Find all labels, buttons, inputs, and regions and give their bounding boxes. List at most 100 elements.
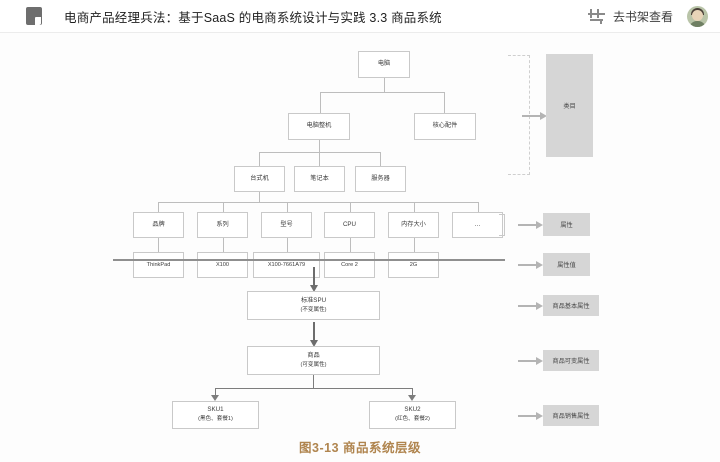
tree-node-root: 电脑 [358,51,410,78]
side-label-text: 商品可变属性 [552,358,590,365]
connector [320,92,321,113]
flow-node-title: 标准SPU [300,296,327,304]
sku-subtitle: (红色、套餐2) [395,416,430,423]
node-label: 系列 [216,220,229,228]
sku-subtitle: (黑色、套餐1) [198,416,233,423]
connector [215,388,413,390]
connector [223,202,224,212]
side-label-basic-attribute: 商品基本属性 [543,295,599,316]
connector [223,238,224,252]
flow-node-spu: 标准SPU (不变属性) [247,291,380,320]
connector [158,202,159,212]
connector [319,152,320,166]
node-label: ThinkPad [146,261,171,268]
tree-node-value-1: X100 [197,252,248,278]
node-label: 品牌 [152,220,165,228]
connector [414,238,415,252]
connector [313,375,315,388]
connector [412,388,414,396]
side-label-variable-attribute: 商品可变属性 [543,350,599,371]
connector [158,202,478,203]
node-label: 2G [409,261,418,268]
tree-node-attribute-1: 系列 [197,212,248,238]
node-label: 电脑整机 [306,122,332,129]
arrow-to-basic-attr-tag [518,302,543,309]
connector [320,92,444,93]
flow-node-subtitle: (不变属性) [300,306,327,313]
side-label-text: 属性值 [557,262,576,269]
book-icon [26,7,42,25]
node-label: 台式机 [250,174,269,182]
flow-arrow-2 [309,322,318,347]
connector [350,238,351,252]
node-label: 型号 [280,220,293,228]
flow-node-title: 商品 [307,351,320,359]
figure-caption: 图3-13 商品系统层级 [299,441,421,455]
bookshelf-icon[interactable] [587,9,605,24]
node-label: … [474,220,481,228]
sku-arrow-left [211,395,219,401]
arrow-to-attribute-value-tag [518,261,543,268]
go-to-bookshelf-link[interactable]: 去书架查看 [612,10,673,24]
side-label-attribute: 属性 [543,213,590,236]
connector [478,202,479,212]
node-label: 内存大小 [401,220,426,228]
node-label: 电脑 [377,60,391,67]
connector [444,92,445,113]
sku-node-2: SKU2 (红色、套餐2) [369,401,456,429]
flow-arrow-1 [309,267,318,292]
connector [350,202,351,212]
arrow-to-category-tag [522,112,547,119]
connector [380,152,381,166]
node-label: Core 2 [341,261,358,268]
sku-title: SKU2 [404,406,421,414]
avatar[interactable] [687,6,708,27]
section-divider [113,259,505,261]
sku-title: SKU1 [207,406,224,414]
tree-node-attribute-2: 型号 [261,212,312,238]
tree-node-value-2: X100-7661A79 [253,252,320,278]
side-label-text: 商品销售属性 [552,413,590,420]
attribute-bracket [499,214,505,236]
side-label-text: 类目 [563,103,576,110]
side-label-sales-attribute: 商品销售属性 [543,405,599,426]
connector [215,388,217,396]
arrow-to-sales-attr-tag [518,412,543,419]
node-label: 核心配件 [432,122,458,129]
connector [259,192,260,202]
connector [384,78,385,92]
tree-node-attribute-3: CPU [324,212,375,238]
node-label: X100-7661A79 [267,261,306,268]
tree-node-level3-2: 服务器 [355,166,406,192]
arrow-to-variable-attr-tag [518,357,543,364]
tree-node-level3-1: 笔记本 [294,166,345,192]
connector [414,202,415,212]
node-label: CPU [342,220,357,228]
node-label: X100 [215,261,230,268]
app-header: 电商产品经理兵法：基于SaaS 的电商系统设计与实践 3.3 商品系统 去书架查… [0,0,720,33]
node-label: 笔记本 [310,174,329,182]
side-label-text: 属性 [560,222,573,229]
tree-node-attribute-0: 品牌 [133,212,184,238]
connector [158,238,159,252]
connector [319,140,320,152]
arrow-to-attribute-tag [518,221,543,228]
tree-node-value-4: 2G [388,252,439,278]
side-label-category: 类目 [546,54,593,157]
tree-node-attribute-5: … [452,212,503,238]
side-label-text: 商品基本属性 [552,303,590,310]
node-label: 服务器 [371,174,390,182]
figure-canvas: 电脑 电脑整机 核心配件 台式机 笔记本 服务器 品牌 系列 型号 C [0,33,720,462]
connector [287,238,288,252]
tree-node-level2-0: 电脑整机 [288,113,350,140]
tree-node-value-0: ThinkPad [133,252,184,278]
page-title: 电商产品经理兵法：基于SaaS 的电商系统设计与实践 3.3 商品系统 [64,10,442,25]
flow-node-product: 商品 (可变属性) [247,346,380,375]
connector [259,152,260,166]
sku-arrow-right [408,395,416,401]
connector [287,202,288,212]
tree-node-level3-0: 台式机 [234,166,285,192]
side-label-attribute-value: 属性值 [543,253,590,276]
flow-node-subtitle: (可变属性) [300,361,327,368]
tree-node-level2-1: 核心配件 [414,113,476,140]
